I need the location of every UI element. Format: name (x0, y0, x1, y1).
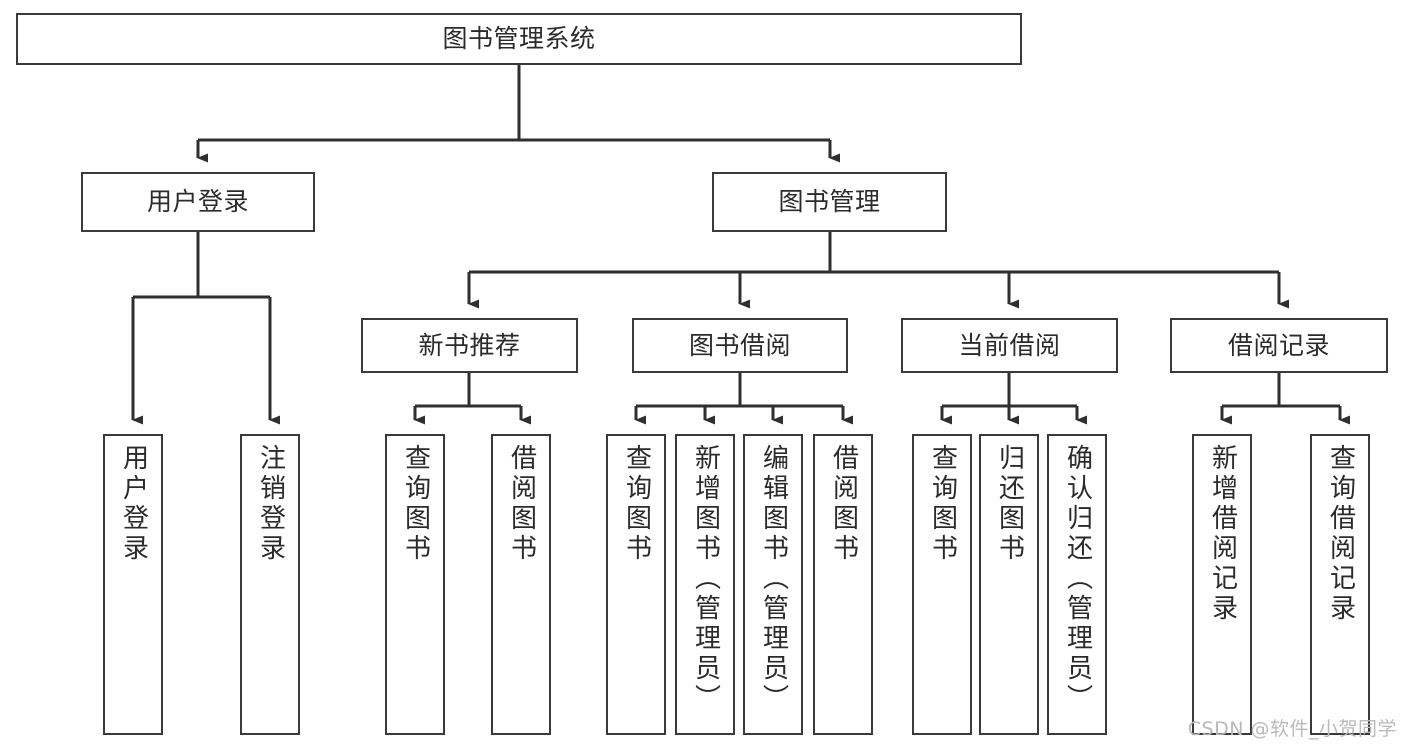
node-leaf-borrow-book-1[interactable]: 借阅图书 (491, 434, 551, 735)
node-leaf-query-book-1[interactable]: 查询图书 (385, 434, 445, 735)
node-label: 借阅图书 (506, 444, 537, 564)
node-current-borrow[interactable]: 当前借阅 (901, 318, 1118, 373)
node-label: 图书管理系统 (442, 24, 596, 54)
node-label: 新书推荐 (418, 330, 521, 360)
watermark-text: CSDN @软件_小贺同学 (1187, 718, 1397, 740)
node-leaf-borrow-book-2[interactable]: 借阅图书 (813, 434, 873, 735)
node-leaf-user-login[interactable]: 用户登录 (103, 434, 163, 735)
node-label: 编辑图书（管理员） (758, 444, 789, 714)
node-user-login[interactable]: 用户登录 (81, 172, 315, 232)
node-label: 图书借阅 (688, 330, 791, 360)
node-leaf-query-book-3[interactable]: 查询图书 (912, 434, 972, 735)
node-label: 用户登录 (118, 444, 149, 564)
node-label: 确认归还（管理员） (1062, 444, 1093, 714)
node-leaf-edit-book[interactable]: 编辑图书（管理员） (743, 434, 803, 735)
node-label: 查询图书 (400, 444, 431, 564)
node-label: 借阅图书 (828, 444, 859, 564)
node-leaf-add-book[interactable]: 新增图书（管理员） (675, 434, 735, 735)
node-borrow-record[interactable]: 借阅记录 (1170, 318, 1388, 373)
node-label: 借阅记录 (1227, 330, 1330, 360)
node-book-management[interactable]: 图书管理 (712, 172, 947, 232)
node-label: 归还图书 (994, 444, 1025, 564)
node-root-book-management-system[interactable]: 图书管理系统 (16, 13, 1022, 65)
node-label: 新增借阅记录 (1207, 444, 1238, 624)
node-leaf-confirm-return[interactable]: 确认归还（管理员） (1047, 434, 1107, 735)
node-book-borrow[interactable]: 图书借阅 (632, 318, 848, 373)
node-label: 新增图书（管理员） (690, 444, 721, 714)
node-leaf-return-book[interactable]: 归还图书 (979, 434, 1039, 735)
node-leaf-query-record[interactable]: 查询借阅记录 (1310, 434, 1370, 735)
node-label: 查询图书 (927, 444, 958, 564)
node-label: 当前借阅 (958, 330, 1061, 360)
node-label: 图书管理 (778, 187, 881, 217)
node-label: 查询图书 (621, 444, 652, 564)
node-leaf-add-record[interactable]: 新增借阅记录 (1192, 434, 1252, 735)
node-leaf-logout[interactable]: 注销登录 (240, 434, 300, 735)
node-label: 注销登录 (255, 444, 286, 564)
node-label: 用户登录 (146, 187, 249, 217)
node-label: 查询借阅记录 (1325, 444, 1356, 624)
node-leaf-query-book-2[interactable]: 查询图书 (606, 434, 666, 735)
node-new-book-recommend[interactable]: 新书推荐 (361, 318, 578, 373)
